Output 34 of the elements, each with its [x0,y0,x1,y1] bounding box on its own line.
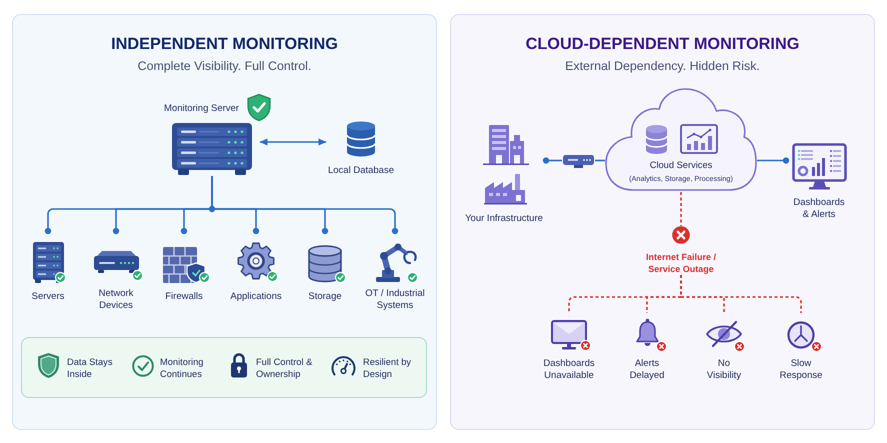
node-label: Your Infrastructure [465,213,543,225]
node-label: Dashboards & Alerts [792,197,846,221]
node-label: Storage [308,291,342,303]
node-label: Monitoring Server [164,103,239,115]
node-label: Firewalls [165,291,203,303]
benefit-label: Full Control & Ownership [256,356,314,380]
double-arrow [260,138,326,146]
monitoring-panel [12,14,437,430]
benefit-label: Data Stays Inside [67,356,114,380]
benefits-panel [21,337,427,398]
panel-subtitle: External Dependency. Hidden Risk. [565,59,760,74]
node-label: Network Devices [98,288,134,312]
monitoring-panel [450,14,875,430]
cloud-title: Cloud Services [650,160,712,171]
node-label: Alerts Delayed [628,358,666,382]
failure-label: Internet Failure / Service Outage [644,251,717,275]
node-label: Slow Response [778,358,824,382]
node-label: Dashboards Unavailable [542,358,596,382]
network-device-icon [562,153,595,168]
connector-line [757,157,790,164]
dashed-connector-line [680,192,682,226]
benefit-label: Resilient by Design [363,356,412,380]
node-label: Servers [32,291,64,303]
benefit-label: Monitoring Continues [160,356,204,380]
node-label: Local Database [328,165,394,177]
panel-title: CLOUD-DEPENDENT MONITORING [526,34,800,54]
connector-line [542,157,562,164]
panel-subtitle: Complete Visibility. Full Control. [138,59,312,74]
node-label: Applications [230,291,282,303]
dashed-connector-line [680,275,802,313]
connector-line [595,160,605,162]
node-label: No Visibility [706,358,742,382]
panel-title: INDEPENDENT MONITORING [111,34,338,54]
node-label: OT / Industrial Systems [364,288,426,312]
